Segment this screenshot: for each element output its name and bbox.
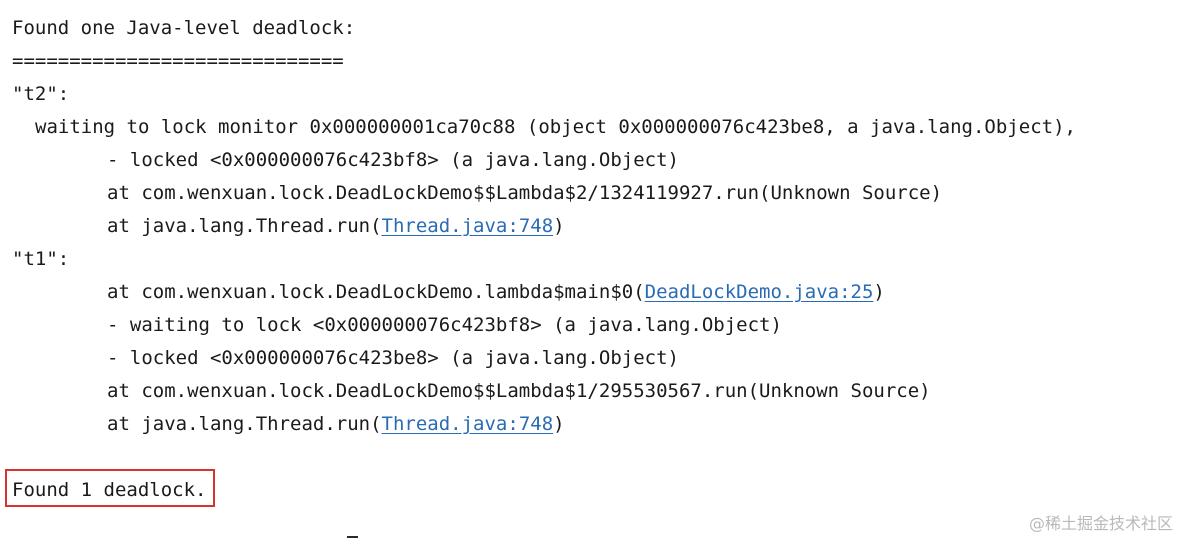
source-link[interactable]: Thread.java:748	[381, 413, 554, 435]
deadlock-summary: Found 1 deadlock.	[12, 479, 207, 501]
thread-t2-frame-1: at com.wenxuan.lock.DeadLockDemo$$Lambda…	[107, 182, 943, 204]
thread-t2-locked: - locked <0x000000076c423bf8> (a java.la…	[107, 149, 679, 171]
deadlock-header: Found one Java-level deadlock:	[12, 17, 356, 39]
thread-t1-frame-2: at com.wenxuan.lock.DeadLockDemo$$Lambda…	[107, 380, 931, 402]
watermark: @稀土掘金技术社区	[1028, 514, 1173, 533]
source-link[interactable]: Thread.java:748	[381, 215, 554, 237]
thread-t1-name: "t1":	[12, 248, 70, 270]
summary-highlight-box	[5, 469, 215, 507]
thread-t1-frame-1: at com.wenxuan.lock.DeadLockDemo.lambda$…	[107, 276, 885, 309]
frame-suffix: )	[873, 281, 885, 303]
frame-prefix: at java.lang.Thread.run(	[107, 215, 382, 237]
thread-t2-frame-2: at java.lang.Thread.run(Thread.java:748)	[107, 210, 565, 243]
frame-suffix: )	[553, 413, 565, 435]
thread-t1-waiting: - waiting to lock <0x000000076c423bf8> (…	[107, 314, 782, 336]
thread-t1-locked: - locked <0x000000076c423be8> (a java.la…	[107, 347, 679, 369]
frame-prefix: at java.lang.Thread.run(	[107, 413, 382, 435]
thread-t2-waiting: waiting to lock monitor 0x000000001ca70c…	[35, 116, 1076, 138]
thread-t1-frame-3: at java.lang.Thread.run(Thread.java:748)	[107, 408, 565, 441]
separator-line: =============================	[12, 50, 344, 72]
frame-prefix: at com.wenxuan.lock.DeadLockDemo.lambda$…	[107, 281, 645, 303]
thread-t2-name: "t2":	[12, 83, 70, 105]
frame-suffix: )	[553, 215, 565, 237]
text-caret	[347, 536, 358, 538]
source-link[interactable]: DeadLockDemo.java:25	[644, 281, 874, 303]
